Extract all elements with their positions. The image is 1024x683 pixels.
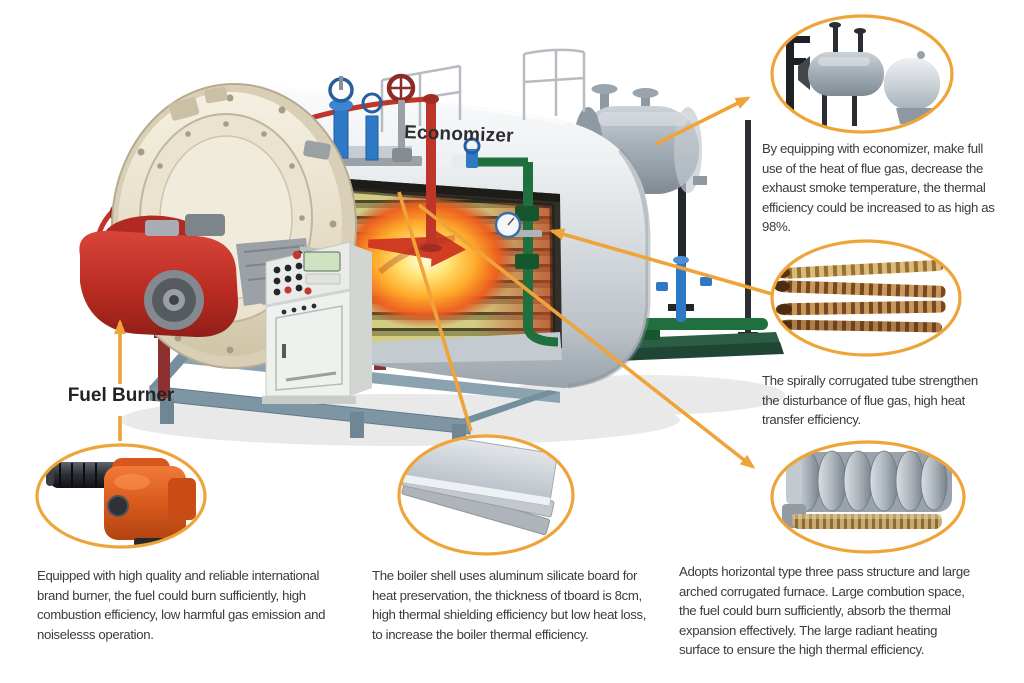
arrow-to-economizer-callout [655,96,751,146]
spiral-tubes-callout-image [770,239,962,357]
arrow-to-furnace-callout [417,203,756,469]
callout-text-insulation-board: The boiler shell uses aluminum silicate … [372,568,647,642]
callout-text-economizer: By equipping with economizer, make full … [762,141,995,235]
callout-text-fuel-burner: Equipped with high quality and reliable … [37,568,326,642]
economizer-label: Economizer [403,122,515,147]
fuel-burner-callout-image [35,443,207,549]
control-cabinet [262,241,372,404]
insulation-board-callout-image [397,434,575,556]
callout-text-spiral-tubes: The spirally corrugated tube strengthen … [762,373,978,428]
economizer-callout-image [770,14,954,134]
callout-text-corrugated-furnace: Adopts horizontal type three pass struct… [679,564,970,658]
line-to-board-callout [397,191,473,432]
green-water-piping [452,137,559,347]
top-railings [380,48,586,132]
arrow-from-spiral-tube-callout [549,228,773,296]
fuel-burner-label: Fuel Burner [67,385,175,406]
safety-valve-cluster [322,73,422,166]
callout-arrows [114,96,773,469]
corrugated-furnace-callout-image [770,440,966,554]
